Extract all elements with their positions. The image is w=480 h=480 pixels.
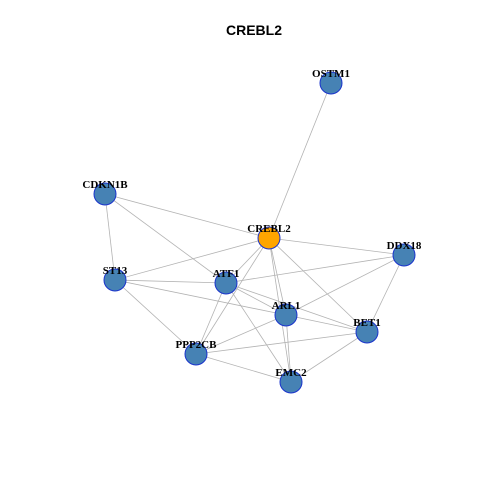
edge-crebl2-ppp2cb xyxy=(195,237,270,355)
node-bet1[interactable]: BET1 xyxy=(353,317,381,344)
node-label-ostm1: OSTM1 xyxy=(312,68,350,80)
node-ostm1[interactable]: OSTM1 xyxy=(312,68,350,95)
node-label-ppp2cb: PPP2CB xyxy=(176,339,218,351)
edge-st13-ppp2cb xyxy=(114,279,197,355)
edge-bet1-emc2 xyxy=(290,331,368,383)
node-label-crebl2: CREBL2 xyxy=(247,223,291,235)
edge-layer xyxy=(104,82,405,383)
edge-cdkn1b-atf1 xyxy=(104,193,227,284)
edge-crebl2-ddx18 xyxy=(268,237,405,256)
node-circle-ppp2cb[interactable] xyxy=(184,342,208,366)
edge-ppp2cb-emc2 xyxy=(195,353,292,383)
edge-st13-atf1 xyxy=(114,279,227,284)
node-atf1[interactable]: ATF1 xyxy=(213,268,240,295)
node-label-bet1: BET1 xyxy=(353,317,381,329)
node-label-emc2: EMC2 xyxy=(275,367,307,379)
edge-ddx18-arl1 xyxy=(285,254,405,316)
edge-atf1-ppp2cb xyxy=(195,282,227,355)
node-cdkn1b[interactable]: CDKN1B xyxy=(82,179,128,206)
edge-crebl2-cdkn1b xyxy=(104,193,270,239)
node-circle-ostm1[interactable] xyxy=(319,71,343,95)
node-emc2[interactable]: EMC2 xyxy=(275,367,307,394)
graph-title: CREBL2 xyxy=(226,22,282,38)
edge-ddx18-atf1 xyxy=(225,254,405,284)
edge-st13-arl1 xyxy=(114,279,287,316)
edge-crebl2-ostm1 xyxy=(268,82,332,239)
node-circle-st13[interactable] xyxy=(103,268,127,292)
edge-arl1-ppp2cb xyxy=(195,314,287,355)
edge-atf1-emc2 xyxy=(225,282,292,383)
node-label-st13: ST13 xyxy=(103,265,128,277)
node-label-atf1: ATF1 xyxy=(213,268,240,280)
node-circle-atf1[interactable] xyxy=(214,271,238,295)
edge-bet1-ppp2cb xyxy=(195,331,368,355)
edge-ddx18-bet1 xyxy=(366,254,405,333)
edge-atf1-bet1 xyxy=(225,282,368,333)
edge-arl1-bet1 xyxy=(285,314,368,333)
node-arl1[interactable]: ARL1 xyxy=(272,300,301,327)
node-circle-emc2[interactable] xyxy=(279,370,303,394)
node-label-ddx18: DDX18 xyxy=(387,240,422,252)
node-crebl2[interactable]: CREBL2 xyxy=(247,223,291,250)
node-circle-bet1[interactable] xyxy=(355,320,379,344)
node-circle-ddx18[interactable] xyxy=(392,243,416,267)
edge-crebl2-st13 xyxy=(114,237,270,281)
node-ddx18[interactable]: DDX18 xyxy=(387,240,422,267)
edge-cdkn1b-st13 xyxy=(104,193,116,281)
node-label-cdkn1b: CDKN1B xyxy=(82,179,128,191)
node-ppp2cb[interactable]: PPP2CB xyxy=(176,339,218,366)
edge-crebl2-bet1 xyxy=(268,237,368,333)
node-st13[interactable]: ST13 xyxy=(103,265,128,292)
node-circle-crebl2[interactable] xyxy=(257,226,281,250)
node-circle-arl1[interactable] xyxy=(274,303,298,327)
node-circle-cdkn1b[interactable] xyxy=(93,182,117,206)
node-label-arl1: ARL1 xyxy=(272,300,301,312)
edge-crebl2-arl1 xyxy=(268,237,287,316)
